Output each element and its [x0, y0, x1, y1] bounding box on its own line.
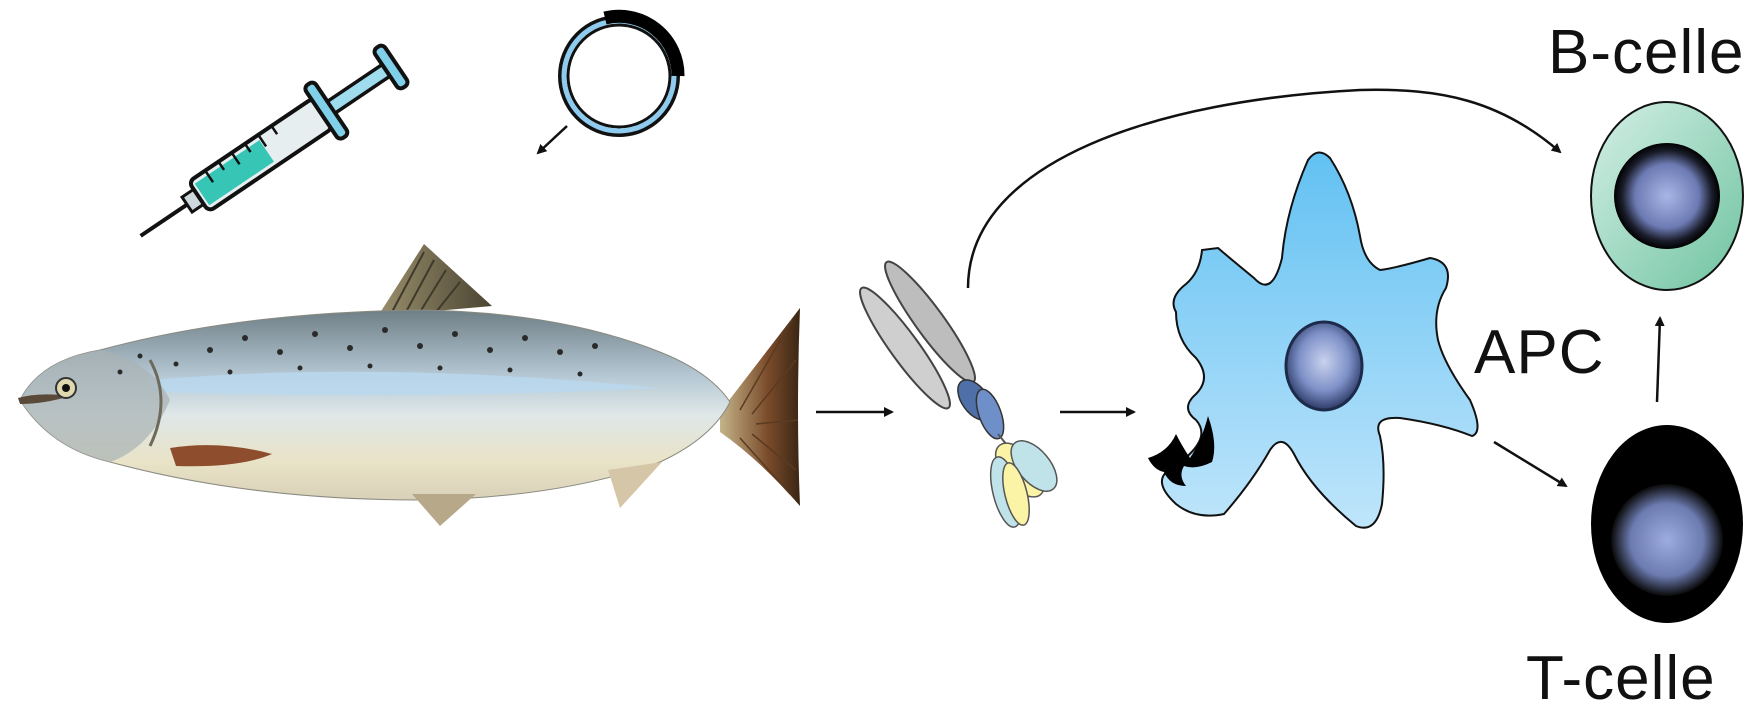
salmon-fish-illustration: [18, 244, 800, 526]
t-cell-label: T-celle: [1526, 648, 1716, 710]
t-cell-nucleus: [1611, 484, 1723, 596]
b-cell: [1591, 102, 1743, 290]
syringe-icon: [123, 37, 414, 262]
apc-nucleus: [1286, 322, 1362, 410]
arrow-t-cell-to-b-cell: [1657, 318, 1660, 402]
b-cell-label: B-celle: [1548, 22, 1745, 84]
arrow-apc-to-t-cell: [1494, 442, 1566, 486]
apc-cell: [1148, 152, 1478, 527]
plasmid-icon: [560, 16, 678, 135]
t-cell: [1591, 425, 1743, 623]
antigen-protein-icon: [850, 254, 1065, 530]
arrow-plasmid-to-fish: [538, 126, 567, 153]
arrow-antigen-to-b-cell: [968, 90, 1560, 288]
apc-label: APC: [1474, 322, 1604, 384]
b-cell-nucleus: [1614, 143, 1720, 249]
